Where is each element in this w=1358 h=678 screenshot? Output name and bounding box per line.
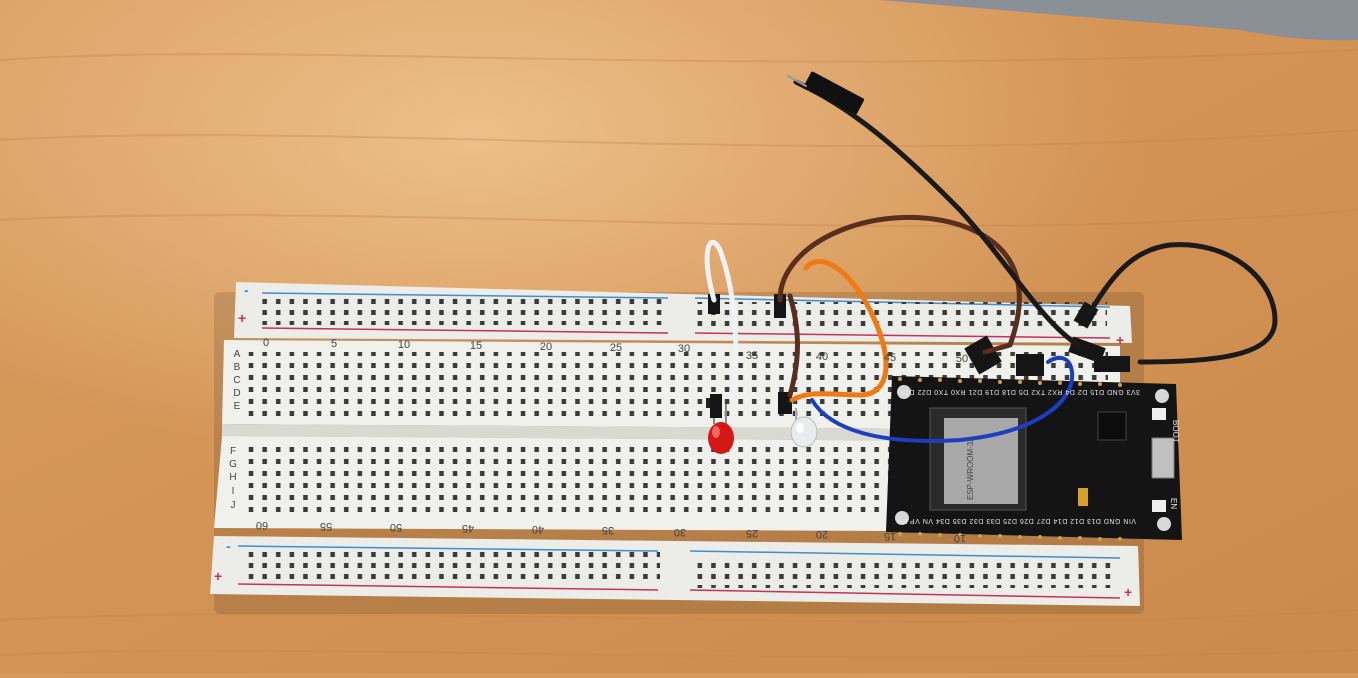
rail-plus-bottom: + <box>214 568 223 584</box>
rail-plus-top-right: + <box>1116 332 1125 348</box>
wire-black-long <box>793 79 1081 348</box>
column-label: 0 <box>262 337 270 349</box>
wire-black-loop <box>1087 242 1278 365</box>
column-label: 40 <box>815 351 829 363</box>
row-label: D <box>233 388 241 399</box>
jumper-plug-top <box>803 71 865 115</box>
laptop-edge <box>880 0 1358 41</box>
row-label: H <box>229 472 237 483</box>
wire-brown <box>777 214 1022 355</box>
rail-minus-top: - <box>244 282 249 298</box>
column-label: 10 <box>953 532 967 544</box>
row-label: B <box>233 362 241 373</box>
rail-plus-top: + <box>238 310 247 326</box>
led-red <box>706 398 734 454</box>
power-rail-bottom <box>210 536 1140 606</box>
wood-grain <box>0 49 1358 659</box>
wires <box>704 71 1278 443</box>
row-label: I <box>231 486 235 497</box>
column-label: 20 <box>539 341 553 353</box>
jumper-headers <box>708 294 1130 418</box>
column-label: 35 <box>601 524 615 536</box>
column-label: 25 <box>745 527 759 539</box>
column-label: 25 <box>609 342 623 354</box>
wroom-module-label: ESP-WROOM-32 <box>966 437 975 500</box>
column-label: 45 <box>461 522 475 534</box>
column-label: 50 <box>955 353 969 365</box>
rail-minus-bottom: - <box>226 538 231 554</box>
column-label: 15 <box>883 530 897 542</box>
column-label: 60 <box>255 519 269 531</box>
column-label: 5 <box>330 338 338 350</box>
led-body <box>708 422 734 454</box>
column-label: 15 <box>469 340 483 352</box>
wire-blue <box>810 355 1075 443</box>
column-label: 20 <box>815 528 829 540</box>
column-label: 30 <box>677 343 691 355</box>
row-label: G <box>229 459 237 470</box>
column-label: 55 <box>319 520 333 532</box>
wire-orange <box>789 258 889 403</box>
row-label: C <box>233 375 241 386</box>
column-label: 35 <box>745 350 759 362</box>
esp32-en-label: EN <box>1169 498 1178 510</box>
row-label: J <box>230 500 236 511</box>
rail-plus-bottom-right: + <box>1124 584 1133 600</box>
wire-white <box>704 240 739 401</box>
column-label: 50 <box>389 521 403 533</box>
column-label: 30 <box>673 526 687 538</box>
power-rail-top <box>234 282 1132 343</box>
column-label: 45 <box>883 352 897 364</box>
esp32-top-pin-labels: 3V3 GND D15 D2 D4 RX2 TX2 D5 D18 D19 D21… <box>900 388 1140 395</box>
row-label: F <box>229 446 237 457</box>
esp32-board <box>886 376 1182 541</box>
esp32-bottom-pin-labels: VIN GND D13 D12 D14 D27 D26 D25 D33 D32 … <box>896 517 1136 524</box>
column-label: 10 <box>397 339 411 351</box>
column-label: 40 <box>531 523 545 535</box>
wire-brown-2 <box>787 293 800 398</box>
row-label: A <box>233 349 241 360</box>
esp32-boot-label: BOOT <box>1171 420 1180 443</box>
row-label: E <box>233 401 241 412</box>
